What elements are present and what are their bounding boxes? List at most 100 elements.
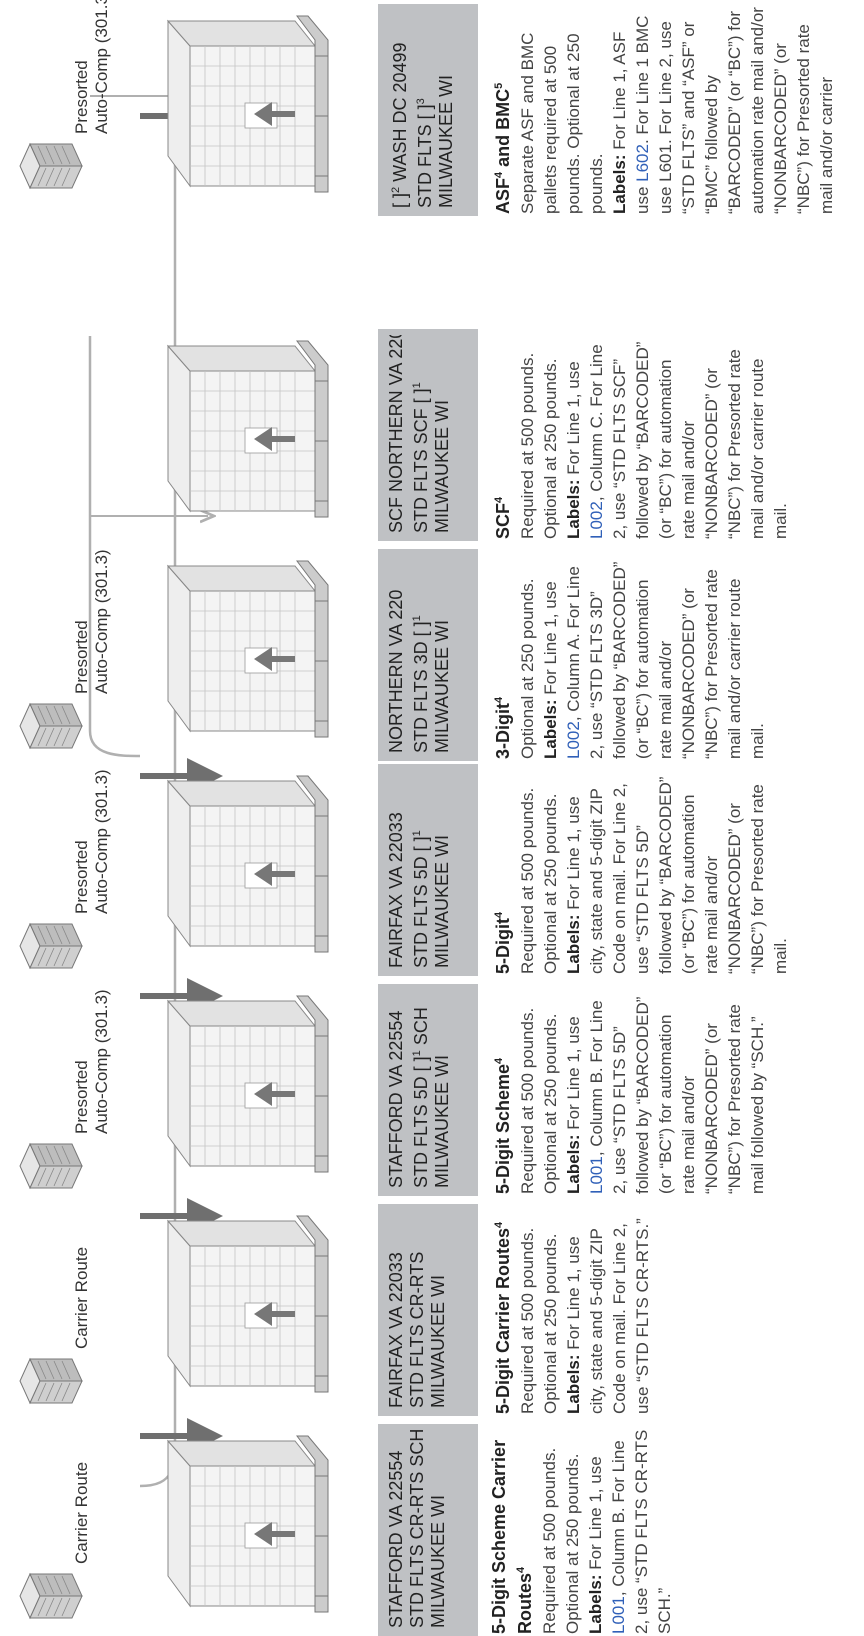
pallet-label-line: SCF NORTHERN VA 220 <box>386 335 406 533</box>
footnote-ref: 4 <box>493 911 505 918</box>
pallet-label-line: MILWAUKEE WI <box>432 399 452 533</box>
footnote-ref: 4 <box>493 1057 505 1064</box>
requirement-text: Required at 500 pounds. Optional at 250 … <box>518 1227 560 1414</box>
source-label: Carrier Route <box>72 1462 92 1564</box>
pallet-title: 5-Digit Scheme4 <box>488 986 514 1194</box>
source-label-line: Auto-Comp (301.3) <box>92 549 111 694</box>
pallet-description: SCF4 Required at 500 pounds. Optional at… <box>488 331 792 539</box>
pallet-title: ASF4 and BMC5 <box>488 6 514 214</box>
footnote-ref: 4 <box>493 171 505 178</box>
pallet-label: NORTHERN VA 220 STD FLTS 3D [ ]1 MILWAUK… <box>378 549 478 761</box>
source-presorted: Presorted Auto-Comp (301.3) <box>10 549 120 756</box>
requirement-text: Separate ASF and BMC pallets required at… <box>518 32 606 214</box>
labels-body: , Column B. For Line 2, use “STD FLTS 5D… <box>587 996 767 1194</box>
pallet-label: [ ]2 WASH DC 20499 STD FLTS [ ]3 MILWAUK… <box>378 4 478 216</box>
title-text: and BMC <box>493 88 513 172</box>
title-text: ASF <box>493 178 513 214</box>
labels-body: For Line 1, use <box>564 361 583 480</box>
pallet-description: 5-Digit4 Required at 500 pounds. Optiona… <box>488 766 792 974</box>
title-text: 5-Digit Carrier Routes <box>493 1227 513 1414</box>
source-label-line: Auto-Comp (301.3) <box>92 769 111 914</box>
label-list-link[interactable]: L602 <box>633 144 652 182</box>
pallet-description: 3-Digit4 Optional at 250 pounds. Labels:… <box>488 551 769 759</box>
title-text: 3-Digit <box>493 703 513 759</box>
label-text: STD FLTS 5D [ ] <box>411 1056 431 1188</box>
labels-body: . For Line 1 BMC use L601. For Line 2, u… <box>633 7 836 214</box>
requirement-text: Optional at 250 pounds. <box>518 578 537 759</box>
source-label-line: Carrier Route <box>72 1246 91 1349</box>
footnote-ref: 4 <box>493 696 505 703</box>
labels-text: Labels: For Line 1, use city, state and … <box>562 1206 654 1414</box>
labels-heading: Labels: <box>564 1354 583 1414</box>
label-list-link[interactable]: L001 <box>587 1156 606 1194</box>
label-text: [ ] <box>390 192 410 208</box>
labels-text: Labels: For Line 1, use L001, Column B. … <box>562 986 769 1194</box>
requirement-text: Required at 500 pounds. Optional at 250 … <box>518 787 560 974</box>
title-text: 5-Digit Scheme <box>493 1063 513 1194</box>
footnote-ref: 1 <box>411 830 423 837</box>
labels-heading: Labels: <box>564 1134 583 1194</box>
pallet-label-line: STD FLTS CR-RTS <box>407 1251 427 1408</box>
label-text: WASH DC 20499 <box>390 42 410 187</box>
labels-body: , Column C. For Line 2, use “STD FLTS SC… <box>587 341 790 539</box>
footnote-ref: 1 <box>411 382 423 389</box>
labels-body: For Line 1, use <box>586 1456 605 1575</box>
source-label-line: Auto-Comp (301.3) <box>92 0 111 134</box>
pallet-label: STAFFORD VA 22554 STD FLTS 5D [ ]1 SCH M… <box>378 984 478 1196</box>
labels-body: For Line 1, use city, state and 5-digit … <box>564 776 790 974</box>
pallet-label-line: STAFFORD VA 22554 <box>386 1450 406 1628</box>
label-list-link[interactable]: L001 <box>609 1596 628 1634</box>
pallet-label-line: STD FLTS 5D [ ]1 SCH <box>407 990 432 1188</box>
source-label: Carrier Route <box>72 1247 92 1349</box>
pallet-label-line: NORTHERN VA 220 <box>386 589 406 753</box>
title-text: SCF <box>493 503 513 539</box>
label-text: STD FLTS 3D [ ] <box>411 621 431 753</box>
labels-text: Labels: For Line 1, use L002, Column A. … <box>539 551 769 759</box>
pallet-title: 5-Digit4 <box>488 766 514 974</box>
requirement-text: Required at 500 pounds. Optional at 250 … <box>518 352 560 539</box>
pallet-title: 5-Digit Carrier Routes4 <box>488 1206 514 1414</box>
source-presorted: Presorted Auto-Comp (301.3) <box>10 0 120 196</box>
pallet-label-line: [ ]2 WASH DC 20499 <box>386 10 411 208</box>
footnote-ref: 4 <box>493 1221 505 1228</box>
label-list-link[interactable]: L002 <box>587 501 606 539</box>
source-label: Presorted Auto-Comp (301.3) <box>72 769 112 914</box>
label-text: STD FLTS [ ] <box>415 104 435 208</box>
pallet-icon <box>166 1435 329 1613</box>
pallet-icon <box>166 15 329 193</box>
labels-text: Labels: For Line 1, use city, state and … <box>562 766 792 974</box>
footnote-ref: 1 <box>411 1050 423 1057</box>
footnote-ref: 4 <box>515 1566 527 1573</box>
label-list-link[interactable]: L002 <box>564 721 583 759</box>
source-label: Presorted Auto-Comp (301.3) <box>72 549 112 694</box>
pallet-label-line: MILWAUKEE WI <box>432 1054 452 1188</box>
label-text: STD FLTS 5D [ ] <box>411 836 431 968</box>
source-label-line: Presorted <box>72 1060 91 1134</box>
source-label-line: Auto-Comp (301.3) <box>92 989 111 1134</box>
labels-body: For Line 1, use <box>541 581 560 700</box>
pallet-label-line: STD FLTS 5D [ ]1 <box>407 770 432 968</box>
source-carrier-route: Carrier Route <box>10 1247 120 1411</box>
requirement-text: Required at 500 pounds. Optional at 250 … <box>518 1007 560 1194</box>
source-label-line: Presorted <box>72 840 91 914</box>
pallet-description: 5-Digit Carrier Routes4 Required at 500 … <box>488 1206 654 1414</box>
labels-heading: Labels: <box>564 479 583 539</box>
pallet-title: 3-Digit4 <box>488 551 514 759</box>
pallet-icon <box>166 1215 329 1393</box>
source-label: Presorted Auto-Comp (301.3) <box>72 0 112 134</box>
labels-heading: Labels: <box>610 154 629 214</box>
pallet-label-line: STD FLTS SCF [ ]1 <box>407 335 432 533</box>
pallet-description: ASF4 and BMC5 Separate ASF and BMC palle… <box>488 6 838 214</box>
pallet-label-line: STD FLTS [ ]3 <box>411 10 436 208</box>
pallet-label-line: STAFFORD VA 22554 <box>386 1010 406 1188</box>
footnote-ref: 2 <box>390 186 402 193</box>
source-label: Presorted Auto-Comp (301.3) <box>72 989 112 1134</box>
flats-bundle-icon <box>19 1572 83 1620</box>
requirement-text: Required at 500 pounds. Optional at 250 … <box>540 1447 582 1634</box>
labels-text: Labels: For Line 1, use L002, Column C. … <box>562 331 792 539</box>
pallet-label: STAFFORD VA 22554 STD FLTS CR-RTS SCH MI… <box>378 1424 478 1636</box>
labels-body: For Line 1, use <box>564 1016 583 1135</box>
source-presorted: Presorted Auto-Comp (301.3) <box>10 769 120 976</box>
